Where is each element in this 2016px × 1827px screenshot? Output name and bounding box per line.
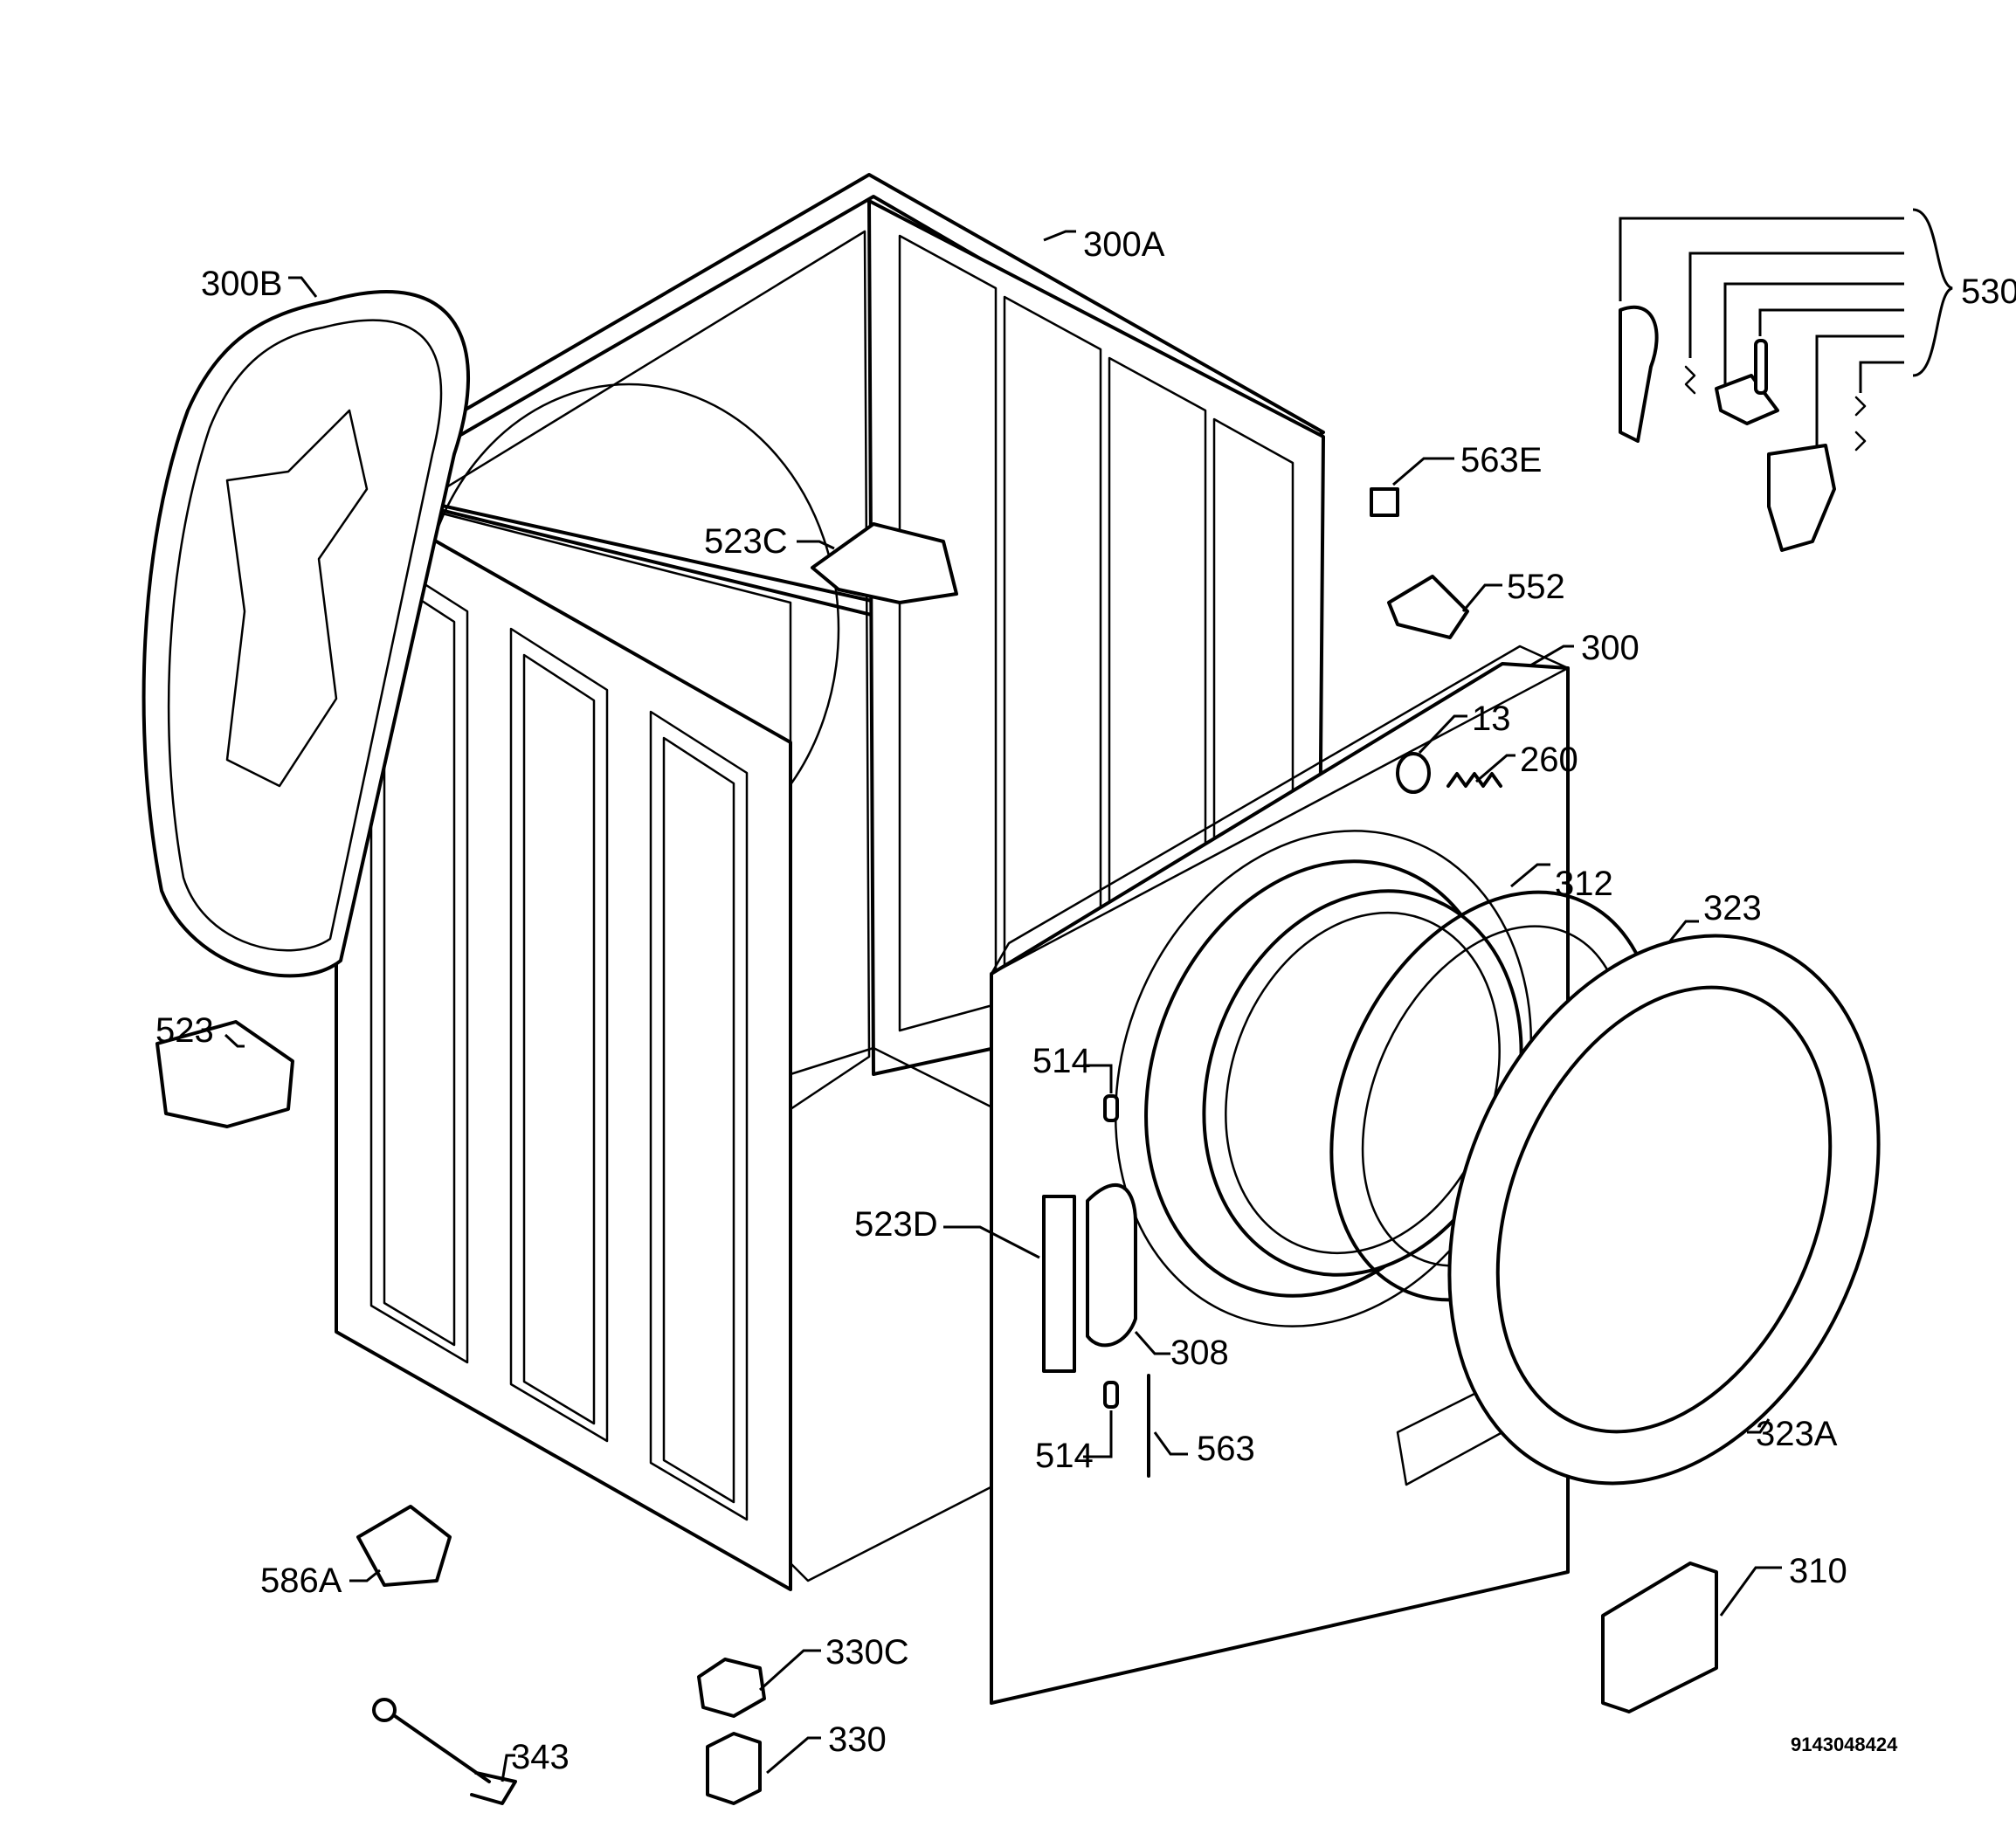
- label-514-top: 514: [1032, 1042, 1091, 1080]
- label-523C: 523C: [704, 522, 788, 561]
- label-13: 13: [1472, 700, 1511, 738]
- label-300B: 300B: [201, 265, 282, 303]
- label-343: 343: [511, 1738, 570, 1776]
- label-300: 300: [1581, 629, 1640, 667]
- label-312: 312: [1555, 865, 1613, 903]
- label-552: 552: [1507, 568, 1565, 606]
- label-330C: 330C: [825, 1633, 909, 1672]
- label-323: 323: [1703, 889, 1762, 927]
- outer-door-ring-part-323A: [1447, 934, 1881, 1486]
- hinge-parts: [1042, 1094, 1150, 1478]
- label-523D: 523D: [854, 1205, 938, 1244]
- leader-lines: [224, 208, 1953, 1782]
- label-300A: 300A: [1083, 225, 1165, 264]
- label-310: 310: [1789, 1552, 1847, 1590]
- label-563E: 563E: [1460, 441, 1542, 479]
- label-260: 260: [1520, 741, 1578, 779]
- small-parts: [155, 305, 1867, 1805]
- label-514-bottom: 514: [1035, 1437, 1094, 1475]
- label-530: 530: [1961, 272, 2016, 311]
- label-323A: 323A: [1756, 1415, 1838, 1453]
- document-number: 9143048424: [1791, 1734, 1898, 1755]
- label-308: 308: [1170, 1334, 1229, 1372]
- rear-cover-part-300B: [142, 290, 471, 978]
- label-523: 523: [155, 1011, 214, 1050]
- label-563: 563: [1197, 1430, 1255, 1468]
- label-586A: 586A: [260, 1562, 342, 1600]
- label-330: 330: [828, 1720, 887, 1759]
